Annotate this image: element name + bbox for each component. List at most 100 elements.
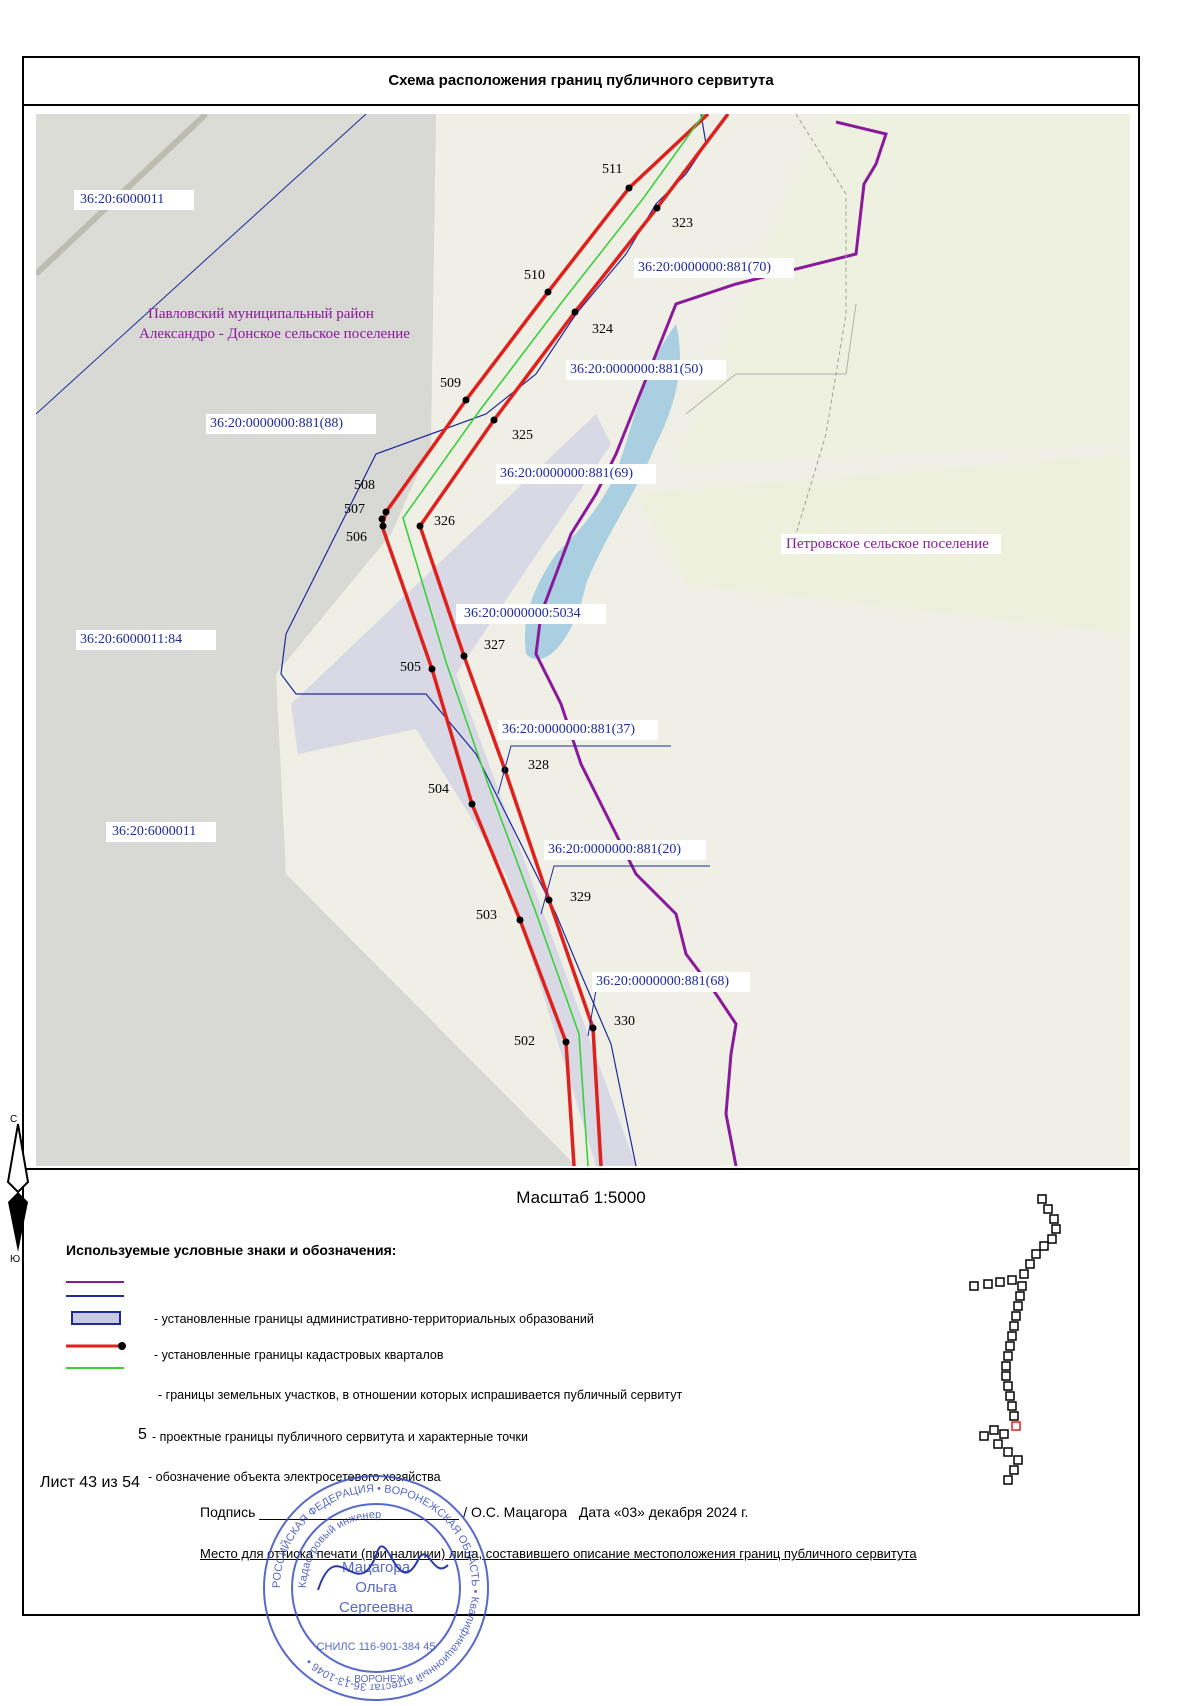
seal-name-3: Сергеевна <box>339 1599 414 1616</box>
compass-north-label: С <box>10 1114 17 1125</box>
point-label-327: 327 <box>484 638 505 653</box>
field-gray <box>36 114 576 1166</box>
label-parcel-37: 36:20:0000000:881(37) <box>502 722 635 737</box>
label-district: Павловский муниципальный район <box>148 306 374 322</box>
overview-sheet-square <box>999 1429 1009 1439</box>
label-parcel-50: 36:20:0000000:881(50) <box>570 362 703 377</box>
sheet-number: Лист 43 из 54 <box>40 1474 140 1491</box>
legend-symbols <box>66 1281 126 1369</box>
overview-sheet-square <box>1013 1455 1023 1465</box>
seal-snils: СНИЛС 116-901-384 45 <box>317 1641 436 1653</box>
overview-sheet-square <box>1003 1351 1013 1361</box>
point-label-323: 323 <box>672 216 693 231</box>
point-label-325: 325 <box>512 428 533 443</box>
overview-sheet-square <box>1013 1301 1023 1311</box>
seal-city: г. ВОРОНЕЖ <box>346 1674 406 1685</box>
overview-sheet-square <box>989 1425 999 1435</box>
point-label-510: 510 <box>524 268 545 283</box>
official-seal: РОССИЙСКАЯ ФЕДЕРАЦИЯ • ВОРОНЕЖСКАЯ ОБЛАС… <box>263 1475 489 1701</box>
point-label-328: 328 <box>528 758 549 773</box>
point-label-509: 509 <box>440 376 461 391</box>
overview-sheet-square <box>1025 1259 1035 1269</box>
power-line-object <box>402 114 705 1166</box>
track-line <box>685 303 857 415</box>
overview-sheet-square <box>1001 1371 1011 1381</box>
legend-item-quarters: - установленные границы кадастровых квар… <box>154 1348 444 1362</box>
overview-sheet-square <box>1005 1391 1015 1401</box>
point-label-324: 324 <box>592 322 613 337</box>
north-arrow-icon: С Ю <box>6 1114 30 1262</box>
signature-name: / О.С. Мацагора <box>463 1504 568 1520</box>
overview-sheet-square <box>1007 1331 1017 1341</box>
overview-sheet-square <box>1009 1465 1019 1475</box>
legend-item-number: 5 <box>138 1426 147 1443</box>
overview-sheet-square <box>995 1277 1005 1287</box>
overview-sheet-square <box>1019 1269 1029 1279</box>
overview-sheet-square <box>1011 1421 1021 1431</box>
document-sheet: Схема расположения границ публичного сер… <box>22 56 1140 1616</box>
overview-sheet-square <box>979 1431 989 1441</box>
overview-sheet-square <box>993 1439 1003 1449</box>
overview-sheet-square <box>1003 1475 1013 1485</box>
overview-sheet-square <box>1009 1321 1019 1331</box>
overview-sheet-square <box>1015 1291 1025 1301</box>
point-label-329: 329 <box>570 890 591 905</box>
field-green <box>676 114 1130 464</box>
overview-sheet-square <box>1043 1204 1053 1214</box>
signature-date: Дата «03» декабря 2024 г. <box>578 1504 749 1520</box>
overview-sheet-square <box>1031 1249 1041 1259</box>
overview-sheet-square <box>1003 1381 1013 1391</box>
point-label-330: 330 <box>614 1014 635 1029</box>
page-title: Схема расположения границ публичного сер… <box>24 58 1138 106</box>
legend-item-object: - обозначение объекта электросетевого хо… <box>148 1470 441 1484</box>
label-settlement-right: Петровское сельское поселение <box>786 536 989 552</box>
compass-south-label: Ю <box>10 1254 20 1262</box>
overview-map <box>969 1194 1061 1485</box>
point-label-507: 507 <box>344 502 365 517</box>
legend-parcel-box <box>71 1311 121 1325</box>
label-parcel-5034: 36:20:0000000:5034 <box>464 606 581 621</box>
signature-label: Подпись <box>200 1504 256 1520</box>
seal-name-2: Ольга <box>355 1579 397 1596</box>
label-quarter-top-left: 36:20:6000011 <box>80 192 165 207</box>
point-label-505: 505 <box>400 660 421 675</box>
label-settlement-left: Александро - Донское сельское поселение <box>139 326 410 342</box>
overview-sheet-square <box>1009 1411 1019 1421</box>
legend-panel: Масштаб 1:5000 Используемые условные зна… <box>24 1168 1138 1614</box>
overview-sheet-square <box>969 1281 979 1291</box>
characteristic-points <box>378 184 661 1046</box>
signature-blank <box>259 1505 460 1520</box>
legend-item-servitude: - проектные границы публичного сервитута… <box>152 1430 528 1444</box>
point-label-504: 504 <box>428 782 449 797</box>
legend-item-admin: - установленные границы административно-… <box>154 1312 594 1326</box>
label-parcel-88: 36:20:0000000:881(88) <box>210 416 343 431</box>
overview-sheet-square <box>1039 1241 1049 1251</box>
overview-sheet-square <box>1007 1275 1017 1285</box>
overview-sheet-square <box>1037 1194 1047 1204</box>
point-label-503: 503 <box>476 908 497 923</box>
map-canvas <box>36 114 1130 1166</box>
legend-point <box>118 1342 126 1350</box>
point-label-511: 511 <box>602 162 623 177</box>
seal-name-1: Мацагора <box>342 1559 411 1576</box>
water-body <box>525 324 680 660</box>
overview-sheet-square <box>1001 1361 1011 1371</box>
map-labels <box>74 190 1001 992</box>
overview-sheet-square <box>1047 1234 1057 1244</box>
signature-line: Подпись / О.С. Мацагора Дата «03» декабр… <box>200 1504 748 1520</box>
point-label-506: 506 <box>346 530 367 545</box>
point-label-502: 502 <box>514 1034 535 1049</box>
point-label-326: 326 <box>434 514 455 529</box>
servitude-boundary-east <box>418 114 730 1166</box>
overview-sheet-square <box>1049 1214 1059 1224</box>
map-scale: Масштаб 1:5000 <box>516 1188 646 1207</box>
overview-sheet-square <box>1011 1311 1021 1321</box>
legend-item-parcels: - границы земельных участков, в отношени… <box>158 1388 683 1402</box>
label-quarter-left-bottom: 36:20:6000011 <box>112 824 197 839</box>
overview-sheet-square <box>1003 1447 1013 1457</box>
label-parcel-68: 36:20:0000000:881(68) <box>596 974 729 989</box>
overview-sheet-square <box>1005 1341 1015 1351</box>
label-parcel-70: 36:20:0000000:881(70) <box>638 260 771 275</box>
parcel-highlight <box>291 414 636 1166</box>
handwritten-signature <box>317 1545 449 1591</box>
